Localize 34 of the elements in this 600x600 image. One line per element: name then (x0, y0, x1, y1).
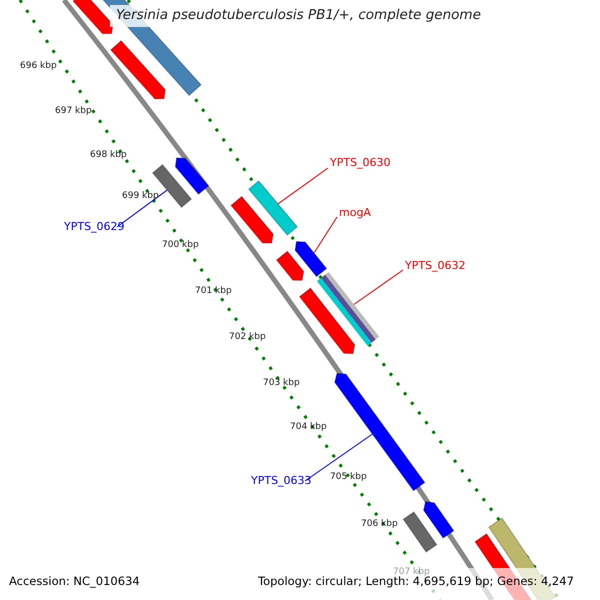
leader-line (116, 190, 168, 228)
gene-label: YPTS_0633 (251, 475, 312, 486)
gene-bar (402, 511, 438, 553)
tick-label: 707 kbp (393, 568, 430, 577)
gene-label: mogA (339, 207, 371, 218)
gene-bar (276, 250, 304, 281)
tick-label: 698 kbp (90, 151, 127, 160)
tick-label: 699 kbp (122, 192, 159, 201)
gene-bar (298, 287, 356, 354)
leader-line (278, 168, 328, 204)
tick-label: 702 kbp (229, 333, 266, 342)
gene-bar (72, 0, 114, 34)
gene-label: YPTS_0630 (330, 157, 391, 168)
tick-label: 700 kbp (162, 241, 199, 250)
tick-label: 701 kbp (195, 287, 232, 296)
gene-bar (174, 157, 210, 195)
info-text: Accession: NC_010634 (9, 576, 140, 588)
gene-bar (294, 240, 328, 278)
info-text: Topology: circular; Length: 4,695,619 bp; Genes: 4,247 (258, 576, 574, 588)
leader-line (314, 216, 338, 254)
tick-label: 706 kbp (361, 520, 398, 529)
gene-label: YPTS_0632 (405, 260, 466, 271)
leader-line (304, 434, 373, 482)
tick-label: 697 kbp (55, 107, 92, 116)
tick-label: 703 kbp (263, 379, 300, 388)
tick-label: 704 kbp (290, 423, 327, 432)
tick-label: 705 kbp (330, 473, 367, 482)
gene-label: YPTS_0629 (64, 221, 125, 232)
gene-bar (423, 501, 454, 539)
gene-bar (248, 180, 298, 236)
gene-bar (230, 196, 274, 244)
tick-label: 696 kbp (20, 62, 57, 71)
gene-bar (110, 40, 166, 100)
leader-line (353, 270, 404, 305)
